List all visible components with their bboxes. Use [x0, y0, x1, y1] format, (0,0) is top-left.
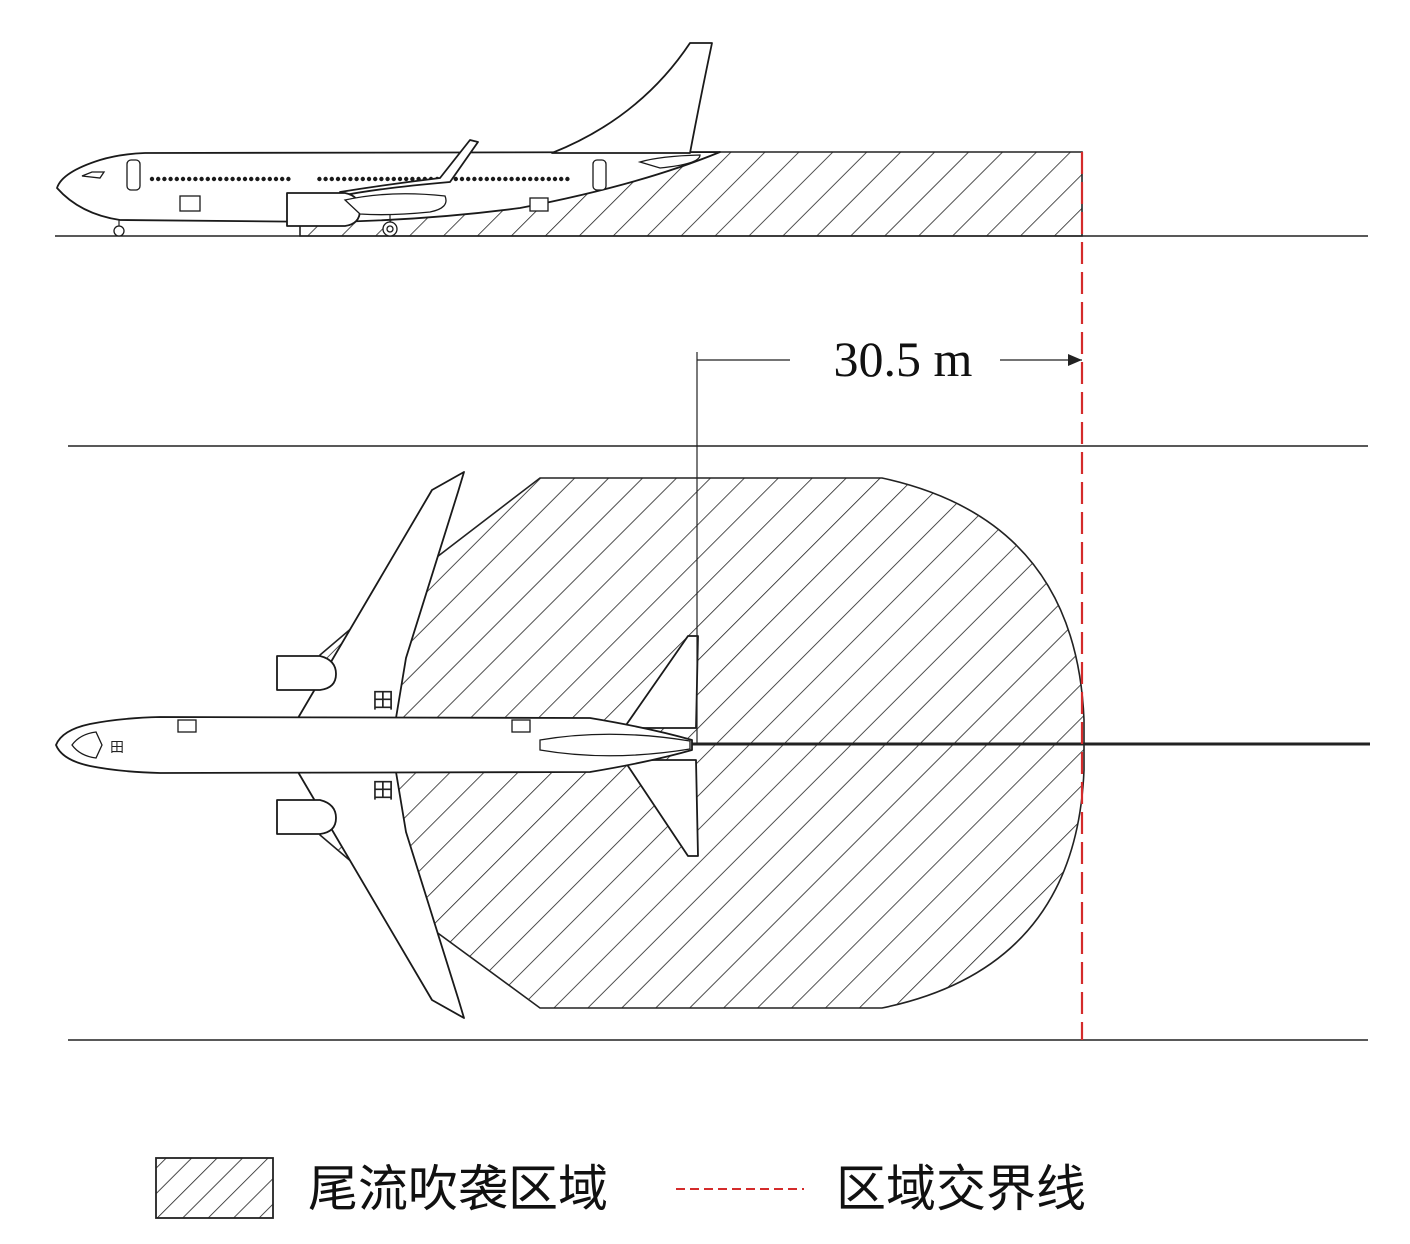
side-window [255, 176, 260, 182]
side-window [565, 176, 570, 182]
side-front-door [126, 159, 141, 191]
side-window [552, 176, 558, 182]
side-window [224, 176, 229, 182]
side-window [478, 176, 483, 182]
side-window [317, 176, 322, 182]
top-stabilizer-upper [623, 635, 699, 729]
top-cockpit [71, 731, 103, 759]
top-gear-marks: 田 田 田 [110, 689, 394, 804]
side-engine [286, 192, 361, 227]
legend: 尾流吹袭区域 区域交界线 [155, 1157, 1086, 1219]
top-door-upper [177, 719, 197, 733]
side-window [466, 176, 471, 182]
side-window [385, 176, 390, 182]
side-window [546, 176, 551, 182]
side-window [515, 176, 520, 182]
side-window [187, 176, 192, 182]
side-window [404, 176, 409, 182]
svg-text:田: 田 [110, 740, 124, 756]
top-engine-lower [276, 799, 337, 835]
side-horizontal-stabilizer [637, 154, 701, 169]
top-tail-cone [539, 733, 691, 757]
side-window [342, 176, 347, 182]
side-main-gear-hub [386, 225, 394, 233]
dimension-annotation: 30.5 m [696, 331, 1082, 744]
side-window [174, 176, 179, 182]
side-window [162, 176, 167, 182]
top-engine-upper [276, 655, 337, 691]
top-view: 田 田 田 [55, 445, 1370, 1041]
svg-text:田: 田 [372, 779, 394, 804]
side-window [242, 176, 248, 182]
side-window [180, 176, 186, 182]
side-window [354, 176, 359, 182]
side-window [236, 176, 241, 182]
side-window [484, 176, 489, 182]
legend-hatch-swatch [155, 1157, 274, 1219]
legend-hatch-label: 尾流吹袭区域 [308, 1160, 608, 1218]
side-window [280, 176, 285, 182]
side-window [329, 176, 334, 182]
side-window [286, 176, 291, 182]
svg-text:田: 田 [372, 689, 394, 714]
side-window [168, 176, 173, 182]
side-window [391, 176, 396, 182]
side-window [379, 176, 384, 182]
side-cargo-door-front [179, 195, 201, 212]
side-cargo-door-rear [529, 197, 549, 212]
side-window [193, 176, 198, 182]
side-cockpit-window [81, 171, 106, 179]
side-rear-door [592, 159, 607, 191]
side-window [503, 176, 508, 182]
side-nose-gear-wheel [113, 225, 125, 237]
side-window [397, 176, 403, 182]
side-vertical-tail [551, 42, 713, 154]
side-window [534, 176, 539, 182]
side-window [360, 176, 365, 182]
side-window [335, 176, 341, 182]
dimension-arrow-right [1068, 354, 1082, 366]
side-wing [339, 139, 479, 197]
side-window [509, 176, 514, 182]
side-window [540, 176, 545, 182]
side-window [410, 176, 415, 182]
top-fuselage [55, 716, 693, 774]
side-window [211, 176, 217, 182]
top-stabilizer-lower [623, 759, 699, 857]
side-window [528, 176, 533, 182]
side-window [273, 176, 279, 182]
side-window [366, 176, 372, 182]
side-window [373, 176, 378, 182]
dimension-label: 30.5 m [834, 331, 973, 387]
top-door-right [511, 719, 531, 733]
side-window [199, 176, 204, 182]
side-window [559, 176, 564, 182]
side-window [261, 176, 266, 182]
side-window [497, 176, 502, 182]
side-window [348, 176, 353, 182]
side-window [459, 176, 465, 182]
side-window [521, 176, 527, 182]
side-window [205, 176, 210, 182]
side-window [267, 176, 272, 182]
side-window [218, 176, 223, 182]
side-window [249, 176, 254, 182]
side-window [156, 176, 161, 182]
side-window [490, 176, 496, 182]
side-window [472, 176, 477, 182]
side-engine-pylon [343, 193, 447, 216]
side-window [323, 176, 328, 182]
side-window [149, 176, 155, 182]
side-view [55, 42, 1368, 237]
legend-boundary-label: 区域交界线 [836, 1160, 1086, 1218]
side-window [230, 176, 235, 182]
side-window [453, 176, 458, 182]
